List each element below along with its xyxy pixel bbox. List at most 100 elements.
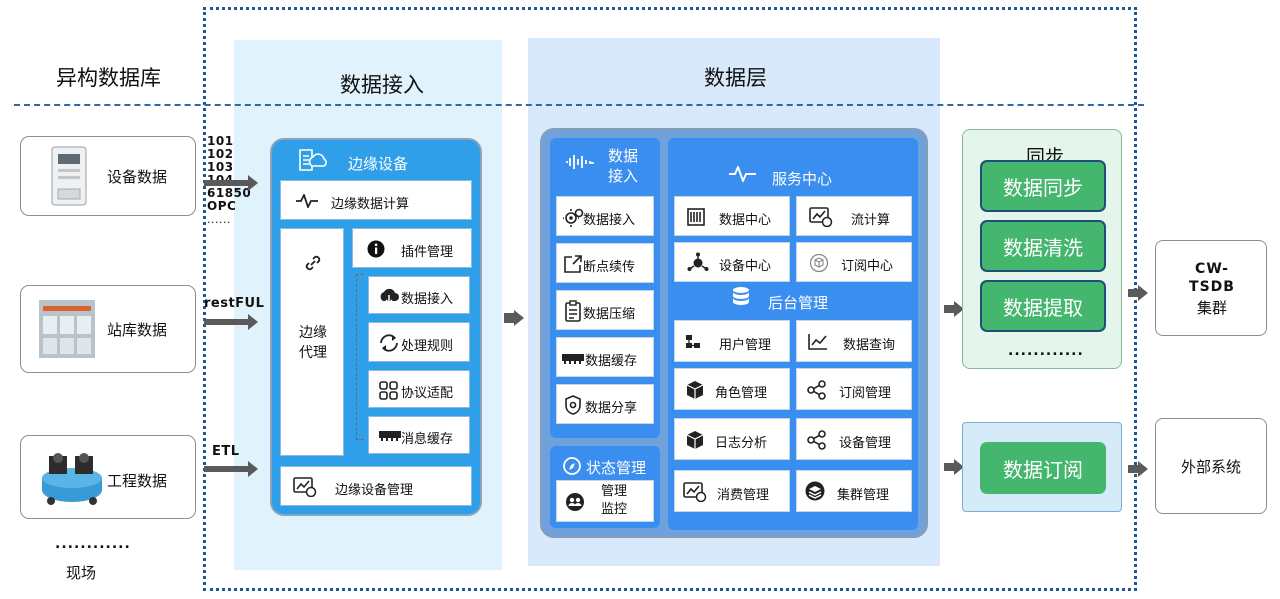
edge-manage-label: 边缘设备管理: [335, 483, 414, 498]
edge-compute-box: 边缘数据计算: [280, 180, 472, 220]
svc-stream: 流计算: [796, 196, 912, 236]
users-circle-icon: [566, 493, 584, 511]
arrow-to-external-head: [1138, 461, 1148, 477]
data-sync-button: 数据同步: [980, 160, 1106, 212]
edge-device-title: 边缘设备: [348, 155, 409, 173]
memory-icon: [562, 354, 584, 364]
header-divider: [14, 104, 1144, 106]
edge-agent-label: 边缘 代理: [299, 325, 327, 361]
arrow-to-sync-shaft: [944, 305, 954, 313]
control-room-icon: [39, 300, 95, 358]
gears-icon: [563, 208, 584, 227]
edge-sub-data-access: 数据接入: [368, 276, 470, 314]
da-share-label: 数据分享: [585, 401, 638, 416]
arrow-station-shaft: [204, 319, 248, 325]
da-resume-label: 断点续传: [583, 260, 636, 275]
bottom-dots: ............: [55, 536, 131, 552]
cube-circle-icon: [809, 253, 829, 273]
cloud-document-icon: [299, 149, 327, 171]
be-subscribe: 订阅管理: [796, 368, 912, 410]
cloud-download-icon: [380, 288, 399, 305]
data-access-title: 数据接入: [340, 73, 424, 97]
protocol-restful: restFUL: [204, 296, 265, 311]
pulse-icon: [296, 194, 318, 208]
arrow-to-subscribe-head: [954, 459, 964, 475]
arrow-to-tsdb-shaft: [1128, 289, 1138, 297]
org-tree-icon: [686, 335, 700, 348]
protocol-etl: ETL: [212, 444, 240, 459]
arrow-to-external-shaft: [1128, 465, 1138, 473]
data-clean-button: 数据清洗: [980, 220, 1106, 272]
be-log-label: 日志分析: [715, 436, 768, 451]
device-data-source: 设备数据: [20, 136, 196, 216]
da-share: 数据分享: [556, 384, 654, 424]
sub-item-bracket: [356, 274, 364, 440]
tsdb-line1: CW-: [1195, 261, 1229, 277]
link-icon: [305, 255, 321, 271]
arrow-device-shaft: [204, 180, 248, 186]
arrow-edge-to-data-shaft: [504, 313, 514, 323]
svc-stream-label: 流计算: [851, 213, 891, 228]
layers-icon: [805, 481, 825, 501]
station-data-source: 站库数据: [20, 285, 196, 373]
arrow-to-subscribe-shaft: [944, 463, 954, 471]
be-cluster: 集群管理: [796, 470, 912, 512]
backend-title: 后台管理: [768, 294, 829, 312]
svc-data-center-label: 数据中心: [719, 213, 772, 228]
edge-sub-rules-label: 处理规则: [401, 339, 454, 354]
edge-sub-data-access-label: 数据接入: [401, 292, 454, 307]
protocol-more: ......: [207, 213, 231, 226]
tsdb-line3: 集群: [1196, 299, 1227, 317]
be-consume-label: 消费管理: [717, 488, 770, 503]
svc-subscribe-center: 订阅中心: [796, 242, 912, 282]
memory-icon: [379, 431, 401, 441]
sync-icon: [380, 334, 398, 352]
da-resume: 断点续传: [556, 243, 654, 283]
meter-icon: [51, 146, 87, 206]
engineering-data-source: 工程数据: [20, 435, 196, 519]
be-cluster-label: 集群管理: [837, 488, 890, 503]
da-cache-label: 数据缓存: [585, 354, 638, 369]
data-subscribe-button: 数据订阅: [980, 442, 1106, 494]
barcode-icon: [687, 208, 705, 226]
be-consume: 消费管理: [674, 470, 790, 512]
tsdb-cluster-box: CW- TSDB 集群: [1155, 240, 1267, 336]
heterogeneous-db-title: 异构数据库: [56, 66, 161, 90]
hub-icon: [687, 252, 709, 271]
be-role: 角色管理: [674, 368, 790, 410]
be-device-label: 设备管理: [839, 436, 892, 451]
edge-agent-box: 边缘 代理: [280, 228, 344, 456]
da-cache: 数据缓存: [556, 337, 654, 377]
be-subscribe-label: 订阅管理: [839, 386, 892, 401]
external-system-box: 外部系统: [1155, 418, 1267, 514]
box-icon: [686, 431, 704, 449]
line-chart-icon: [808, 334, 827, 350]
da-data-access-label: 数据接入: [583, 213, 636, 228]
box-icon: [686, 381, 704, 399]
arrow-station-head: [248, 314, 258, 330]
arrow-engineering-shaft: [204, 466, 248, 472]
system-boundary-frame: [203, 7, 1137, 591]
svc-subscribe-center-label: 订阅中心: [841, 259, 894, 274]
be-user-label: 用户管理: [719, 338, 772, 353]
status-mgmt-title: 状态管理: [586, 459, 647, 477]
be-user: 用户管理: [674, 320, 790, 362]
edge-sub-cache: 消息缓存: [368, 416, 470, 454]
be-query: 数据查询: [796, 320, 912, 362]
edge-sub-protocol-label: 协议适配: [401, 386, 454, 401]
arrow-engineering-head: [248, 461, 258, 477]
plugin-manage-label: 插件管理: [401, 245, 454, 260]
mgmt-monitor-box: 管理 监控: [556, 480, 654, 522]
be-role-label: 角色管理: [715, 386, 768, 401]
engineering-data-label: 工程数据: [107, 472, 168, 490]
station-data-label: 站库数据: [107, 321, 168, 339]
edge-sub-cache-label: 消息缓存: [401, 432, 454, 447]
info-icon: [367, 240, 385, 258]
svc-device-center-label: 设备中心: [719, 259, 772, 274]
compass-icon: [563, 457, 581, 475]
mgmt-monitor-label: 管理 监控: [601, 484, 628, 517]
svc-data-center: 数据中心: [674, 196, 790, 236]
device-data-label: 设备数据: [107, 168, 168, 186]
sync-dots: ............: [1008, 343, 1084, 359]
arrow-device-head: [248, 175, 258, 191]
